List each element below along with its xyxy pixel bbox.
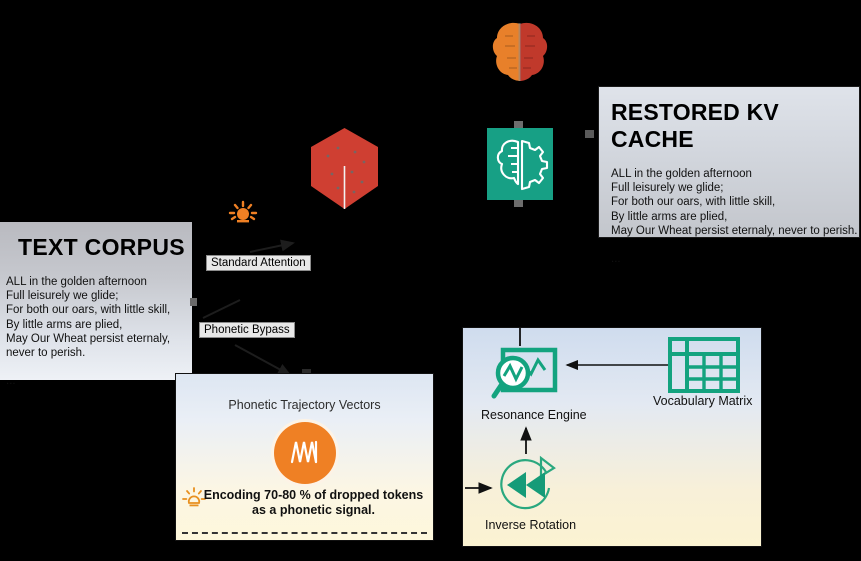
text-corpus-body: ALL in the golden afternoon Full leisure… xyxy=(6,276,171,388)
red-cube-icon xyxy=(308,126,381,211)
table-grid-icon xyxy=(667,336,741,394)
restored-kv-cache-body: ALL in the golden afternoon Full leisure… xyxy=(611,168,858,266)
waveform-circle-icon xyxy=(273,422,336,484)
magnifier-chart-icon xyxy=(491,346,561,402)
text-corpus-panel: TEXT CORPUS ALL in the golden afternoon … xyxy=(0,222,192,387)
sun-orange-icon xyxy=(224,198,262,226)
brain-gear-teal-icon xyxy=(487,128,553,200)
sun-idea-icon xyxy=(181,486,207,510)
brain-orange-red-icon xyxy=(489,18,551,88)
teal-tile-top-stub xyxy=(514,121,523,128)
restored-kv-cache-title: RESTORED KV CACHE xyxy=(611,99,779,152)
text-corpus-title: TEXT CORPUS xyxy=(18,234,185,260)
resonance-panel: Resonance Engine Vocabulary Matrix Inver… xyxy=(462,327,762,547)
ptv-connector-stub xyxy=(302,369,311,376)
restored-kv-cache-panel: RESTORED KV CACHE ALL in the golden afte… xyxy=(598,86,860,265)
edge-corpus-to-attention xyxy=(249,239,295,253)
phonetic-trajectory-vectors-panel: Phonetic Trajectory Vectors Encoding 70-… xyxy=(175,373,434,541)
ptv-divider xyxy=(182,532,427,534)
corpus-connector-stub xyxy=(190,298,197,306)
ptv-note: Encoding 70-80 % of dropped tokens as a … xyxy=(203,488,424,517)
resonance-connectors xyxy=(465,328,669,494)
ptv-title: Phonetic Trajectory Vectors xyxy=(228,398,381,412)
inverse-rotation-label: Inverse Rotation xyxy=(485,518,577,532)
edge-corpus-to-bypass xyxy=(234,344,292,376)
vocabulary-matrix-label: Vocabulary Matrix xyxy=(653,394,753,408)
phonetic-bypass-label: Phonetic Bypass xyxy=(199,322,295,338)
standard-attention-label: Standard Attention xyxy=(206,255,311,271)
edge-bypass-in xyxy=(202,299,241,319)
teal-tile-bottom-stub xyxy=(514,200,523,207)
resonance-engine-label: Resonance Engine xyxy=(481,408,587,422)
rewind-rotation-icon xyxy=(491,454,561,516)
kv-cache-connector-stub xyxy=(585,130,594,138)
